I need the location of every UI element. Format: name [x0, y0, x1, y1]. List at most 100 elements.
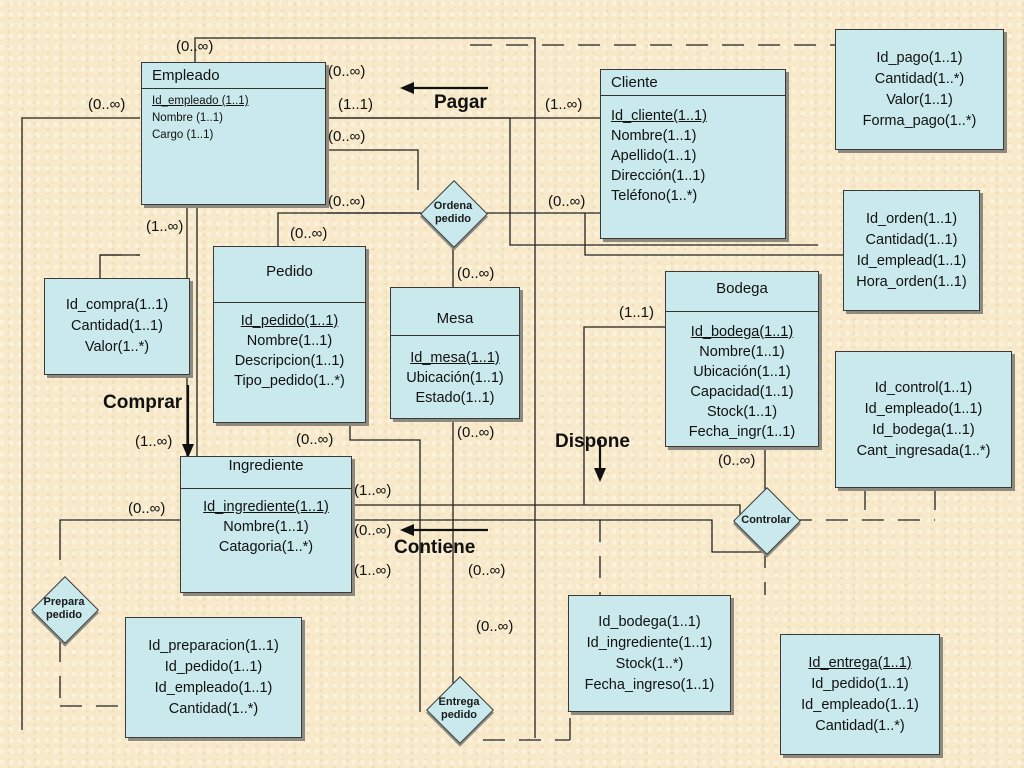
table-attribute: Cantidad(1..1)	[71, 318, 163, 334]
relationship-label: Entrega pedido	[438, 696, 480, 721]
entity-attribute: Nombre(1..1)	[246, 333, 333, 349]
cardinality-label: (0..∞)	[296, 431, 334, 448]
table-attribute: Id_control(1..1)	[874, 379, 973, 396]
entity-attribute: Descripcion(1..1)	[234, 353, 345, 369]
cardinality-label: (0..∞)	[328, 63, 366, 80]
cardinality-label: (0..∞)	[328, 128, 366, 145]
relation-label-contiene: Contiene	[394, 537, 476, 558]
table-attribute: Fecha_ingreso(1..1)	[584, 676, 715, 693]
entity-cliente: Cliente Id_cliente(1..1) Nombre(1..1) Ap…	[600, 69, 786, 239]
cardinality-label: (0..∞)	[476, 618, 514, 635]
entity-mesa: Mesa Id_mesa(1..1) Ubicación(1..1) Estad…	[390, 287, 520, 419]
table-attribute: Valor(1..1)	[886, 91, 953, 108]
relationship-controlar: Controlar	[733, 487, 801, 555]
table-attribute: Id_preparacion(1..1)	[148, 637, 279, 654]
entity-attribute: Id_mesa(1..1)	[410, 350, 500, 366]
entity-attribute: Estado(1..1)	[415, 390, 495, 406]
table-orden: Id_orden(1..1) Cantidad(1..1) Id_emplead…	[843, 190, 980, 311]
cardinality-label: (0..∞)	[128, 500, 166, 517]
relationship-label: Prepara pedido	[43, 596, 85, 621]
cardinality-label: (1..∞)	[354, 482, 392, 499]
table-control: Id_control(1..1) Id_empleado(1..1) Id_bo…	[835, 351, 1012, 488]
cardinality-label: (0..∞)	[354, 522, 392, 539]
entity-attribute: Id_pedido(1..1)	[240, 313, 339, 329]
cardinality-label: (0..∞)	[718, 452, 756, 469]
relation-label-dispone: Dispone	[555, 431, 630, 452]
entity-attribute: Fecha_ingr(1..1)	[688, 424, 796, 440]
table-attribute: Id_bodega(1..1)	[598, 613, 701, 630]
cardinality-label: (1..∞)	[146, 218, 184, 235]
entity-attribute: Nombre(1..1)	[223, 519, 309, 535]
entity-attribute: Nombre(1..1)	[611, 128, 697, 144]
table-attribute: Stock(1..*)	[615, 655, 684, 672]
entity-attribute: Id_cliente(1..1)	[611, 108, 707, 124]
relationship-label: Controlar	[741, 513, 791, 526]
relationship-ordena-pedido: Ordena pedido	[420, 180, 488, 248]
cardinality-label: (0..∞)	[176, 38, 214, 55]
table-attribute: Id_pago(1..1)	[876, 49, 963, 66]
entity-title: Pedido	[214, 247, 365, 303]
entity-attribute: Ubicación(1..1)	[406, 370, 504, 386]
cardinality-label: (1..1)	[619, 304, 655, 321]
entity-title: Bodega	[666, 272, 818, 312]
cardinality-label: (0..∞)	[548, 193, 586, 210]
cardinality-label: (0..∞)	[457, 265, 495, 282]
table-attribute: Id_emplead(1..1)	[856, 252, 967, 269]
table-attribute: Id_empleado(1..1)	[801, 696, 919, 713]
entity-attribute: Id_empleado (1..1)	[152, 95, 249, 107]
table-attribute: Id_empleado(1..1)	[864, 400, 983, 417]
entity-attribute: Nombre(1..1)	[699, 344, 785, 360]
cardinality-label: (0..∞)	[290, 225, 328, 242]
table-attribute: Cant_ingresada(1..*)	[856, 442, 991, 459]
entity-attribute: Stock(1..1)	[706, 404, 778, 420]
entity-attribute: Teléfono(1..*)	[611, 188, 698, 204]
table-attribute: Valor(1..*)	[84, 339, 150, 355]
entity-attribute: Cargo (1..1)	[152, 129, 214, 141]
entity-attribute: Apellido(1..1)	[611, 148, 697, 164]
entity-title: Cliente	[601, 70, 785, 96]
relationship-label: Ordena pedido	[433, 200, 473, 225]
entity-attribute: Capacidad(1..1)	[690, 384, 794, 400]
relationship-entrega-pedido: Entrega pedido	[426, 676, 494, 744]
table-attribute: Id_empleado(1..1)	[154, 679, 273, 696]
entity-title: Mesa	[391, 288, 519, 336]
table-attribute: Id_bodega(1..1)	[872, 421, 975, 438]
cardinality-label: (0..∞)	[468, 562, 506, 579]
table-attribute: Cantidad(1..*)	[874, 70, 965, 87]
table-attribute: Forma_pago(1..*)	[862, 112, 977, 129]
table-attribute: Cantidad(1..*)	[168, 700, 259, 717]
entity-title: Empleado	[142, 63, 325, 89]
table-compra: Id_compra(1..1) Cantidad(1..1) Valor(1..…	[44, 278, 190, 375]
table-attribute: Cantidad(1..*)	[815, 717, 905, 734]
table-attribute: Id_pedido(1..1)	[811, 675, 909, 692]
entity-title: Ingrediente	[181, 457, 351, 489]
table-stock: Id_bodega(1..1) Id_ingrediente(1..1) Sto…	[568, 595, 731, 712]
cardinality-label: (1..∞)	[545, 96, 583, 113]
table-preparacion: Id_preparacion(1..1) Id_pedido(1..1) Id_…	[125, 617, 302, 738]
entity-pedido: Pedido Id_pedido(1..1) Nombre(1..1) Desc…	[213, 246, 366, 423]
table-attribute: Hora_orden(1..1)	[856, 273, 967, 290]
entity-attribute: Id_ingrediente(1..1)	[203, 499, 329, 515]
table-entrega: Id_entrega(1..1) Id_pedido(1..1) Id_empl…	[780, 634, 940, 755]
table-attribute: Id_pedido(1..1)	[164, 658, 263, 675]
cardinality-label: (0..∞)	[457, 424, 495, 441]
entity-attribute: Tipo_pedido(1..*)	[234, 373, 345, 389]
entity-ingrediente: Ingrediente Id_ingrediente(1..1) Nombre(…	[180, 456, 352, 593]
table-attribute: Id_orden(1..1)	[865, 210, 958, 227]
table-pago: Id_pago(1..1) Cantidad(1..*) Valor(1..1)…	[835, 29, 1004, 150]
cardinality-label: (0..∞)	[88, 96, 126, 113]
cardinality-label: (1..∞)	[354, 562, 392, 579]
relation-label-comprar: Comprar	[103, 392, 183, 413]
entity-attribute: Dirección(1..1)	[611, 168, 706, 184]
relationship-prepara-pedido: Prepara pedido	[31, 576, 99, 644]
entity-attribute: Catagoria(1..*)	[218, 539, 314, 555]
entity-empleado: Empleado Id_empleado (1..1) Nombre (1..1…	[141, 62, 326, 205]
table-attribute: Id_ingrediente(1..1)	[586, 634, 713, 651]
entity-attribute: Nombre (1..1)	[152, 112, 223, 124]
entity-bodega: Bodega Id_bodega(1..1) Nombre(1..1) Ubic…	[665, 271, 819, 447]
entity-attribute: Ubicación(1..1)	[693, 364, 791, 380]
relation-label-pagar: Pagar	[434, 92, 487, 113]
table-attribute: Cantidad(1..1)	[865, 231, 958, 248]
cardinality-label: (0..∞)	[328, 193, 366, 210]
